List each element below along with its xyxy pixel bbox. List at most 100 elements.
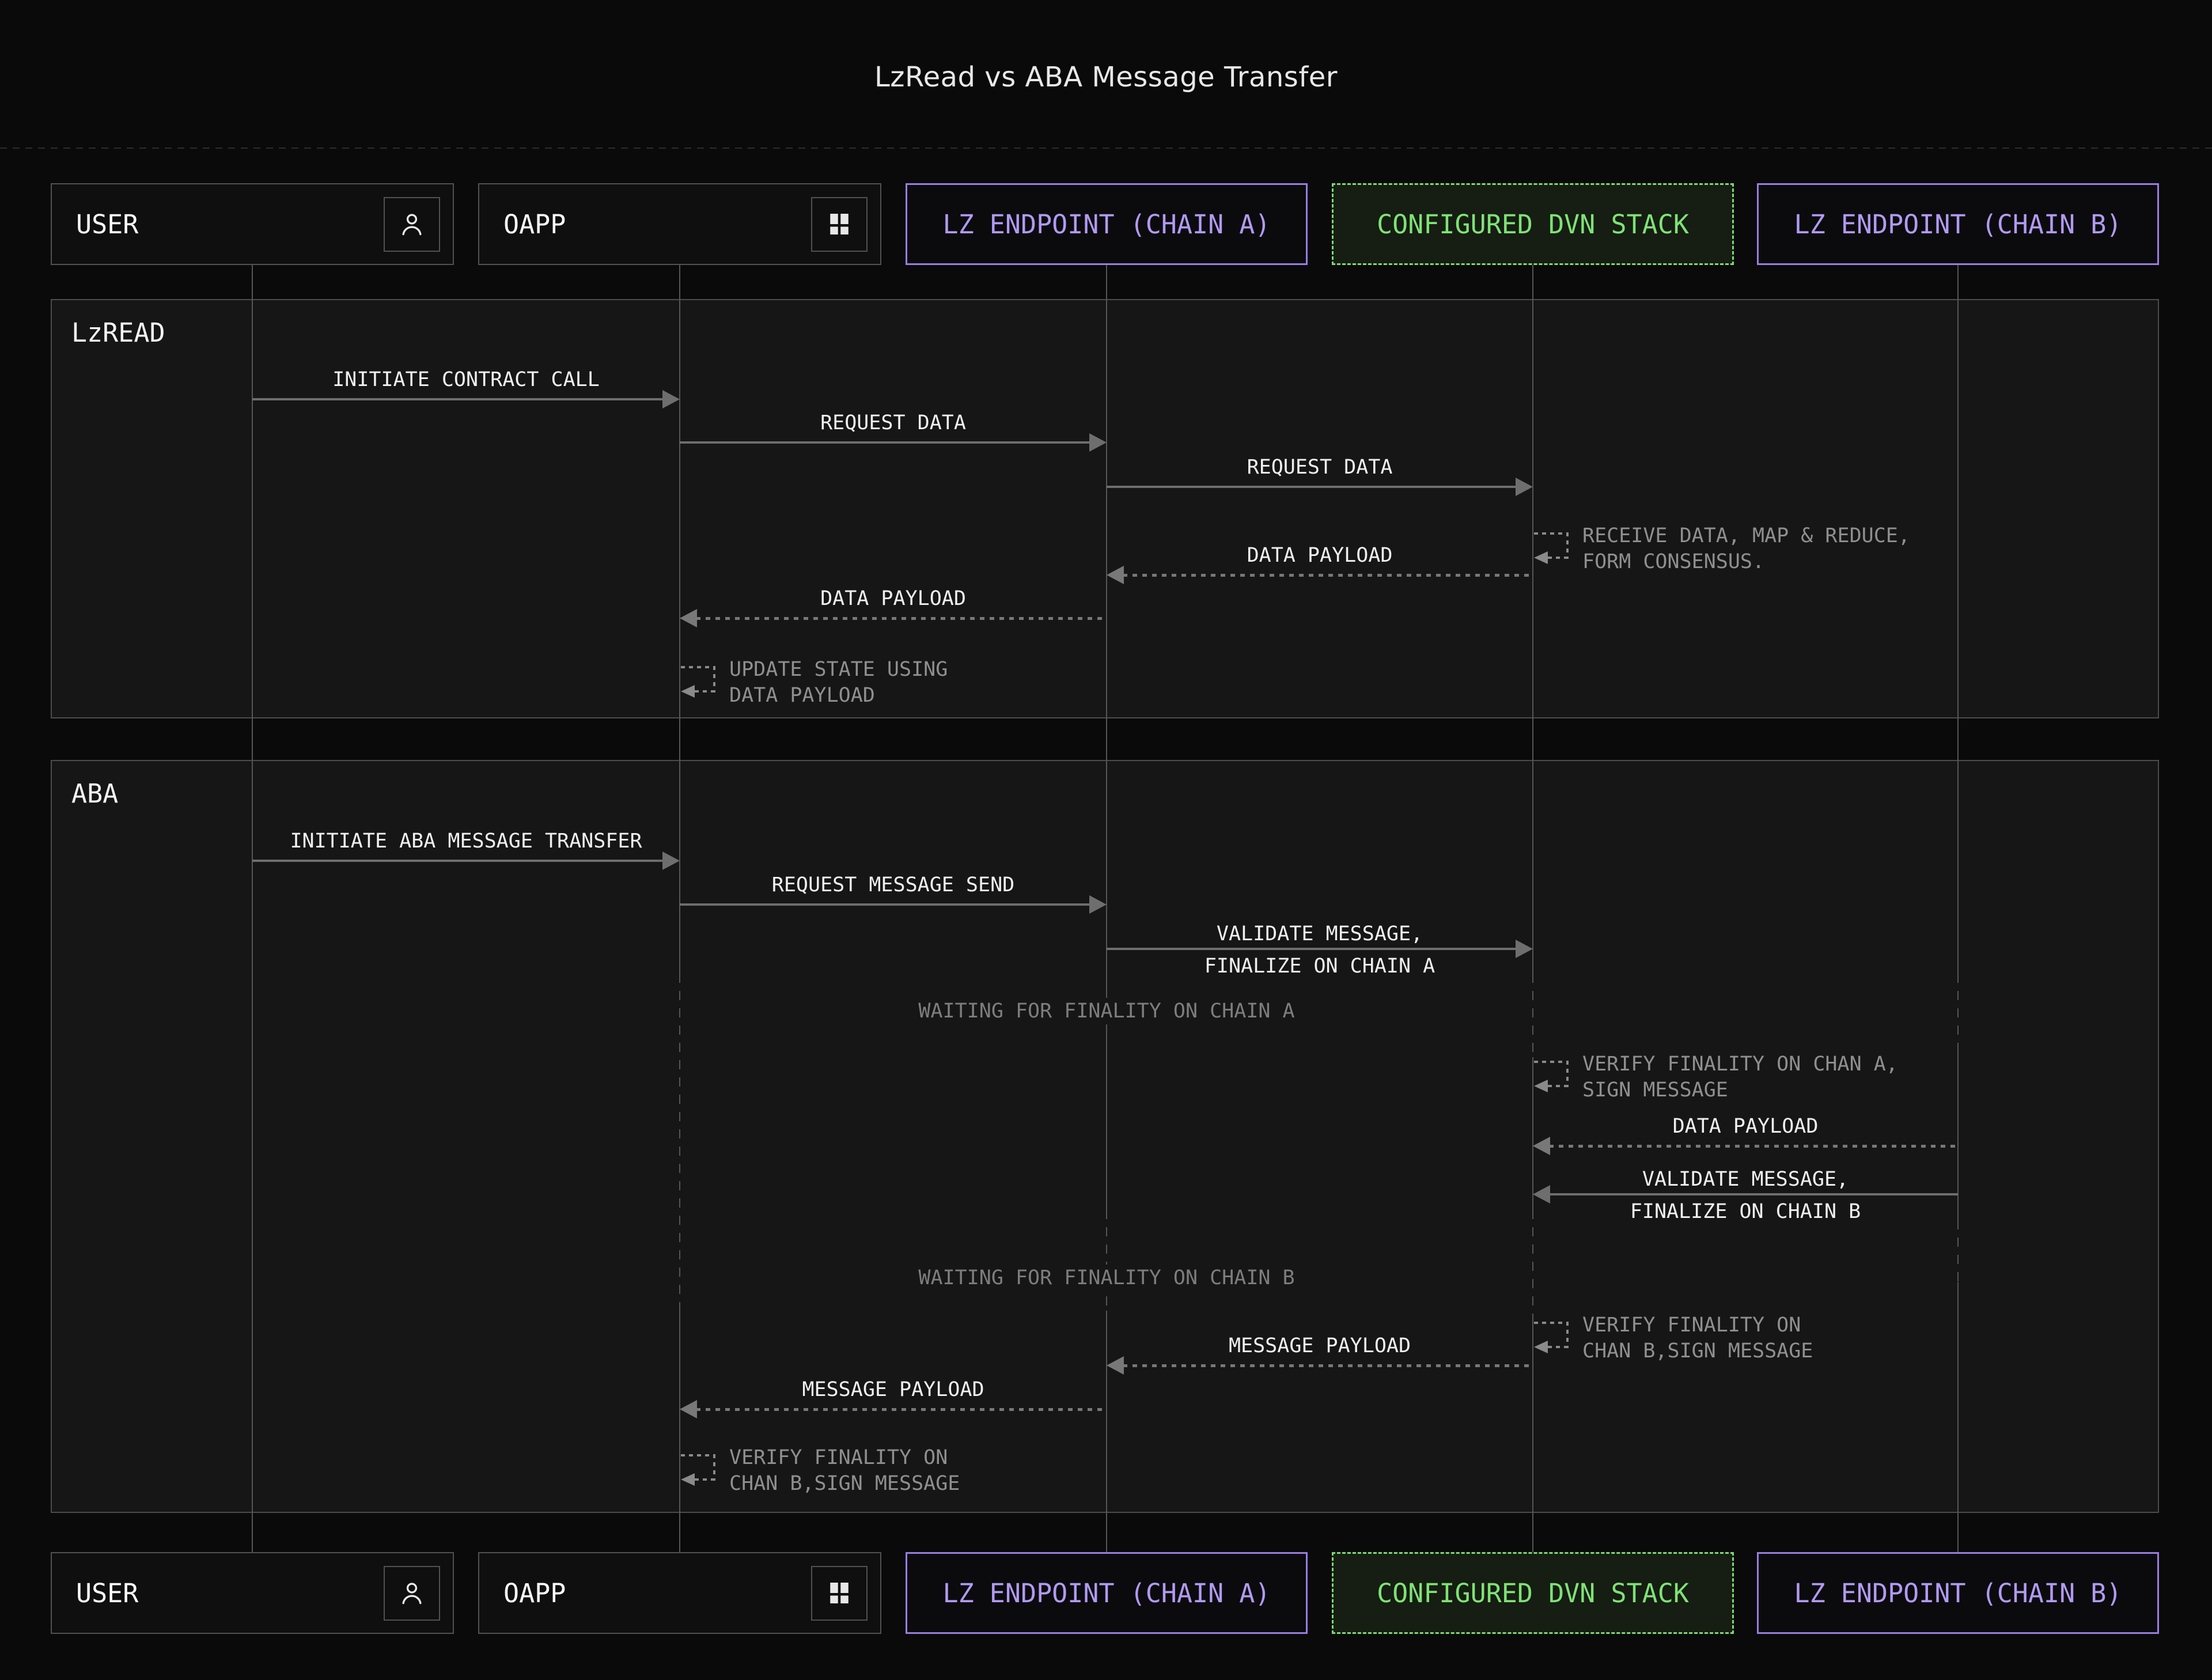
lifeline-lz_b bbox=[1957, 1043, 1959, 1220]
self-note-loop bbox=[695, 1478, 714, 1481]
self-note-arrowhead bbox=[681, 1473, 695, 1486]
message-line bbox=[1123, 1364, 1533, 1367]
message-arrowhead bbox=[680, 1400, 697, 1418]
message-line bbox=[252, 398, 664, 400]
participant-label-oapp: OAPP bbox=[503, 1577, 566, 1609]
message-label: REQUEST DATA bbox=[1247, 456, 1393, 479]
participant-label-lz_b: LZ ENDPOINT (CHAIN B) bbox=[1794, 209, 2122, 240]
grid-icon bbox=[811, 1565, 868, 1621]
self-note-text-line: CHAN B,SIGN MESSAGE bbox=[1582, 1340, 1813, 1363]
participant-box-lz_b-bottom: LZ ENDPOINT (CHAIN B) bbox=[1757, 1552, 2159, 1634]
lifeline-lz_b bbox=[1957, 1220, 1959, 1282]
participant-label-lz_b: LZ ENDPOINT (CHAIN B) bbox=[1794, 1577, 2122, 1609]
waiting-label: WAITING FOR FINALITY ON CHAIN B bbox=[903, 1265, 1310, 1291]
participant-label-oapp: OAPP bbox=[503, 209, 566, 240]
grid-icon bbox=[811, 196, 868, 252]
self-note-loop bbox=[1534, 1322, 1567, 1324]
self-note-text: RECEIVE DATA, MAP & REDUCE, FORM CONSENSU… bbox=[1582, 523, 1910, 575]
message-arrowhead bbox=[1089, 433, 1107, 452]
message-line bbox=[1123, 574, 1533, 577]
self-note-loop bbox=[681, 666, 714, 668]
message-line bbox=[696, 617, 1107, 620]
self-note-text: VERIFY FINALITY ON CHAN B,SIGN MESSAGE bbox=[1582, 1312, 1813, 1364]
lifeline-dvn bbox=[1532, 974, 1533, 1057]
message-arrowhead bbox=[1107, 566, 1124, 584]
self-note-loop bbox=[1548, 1085, 1567, 1087]
message-line bbox=[252, 860, 664, 862]
participant-label-user: USER bbox=[76, 209, 139, 240]
lifeline-lz_b bbox=[1957, 1282, 1959, 1552]
message-arrowhead bbox=[1089, 895, 1107, 914]
self-note-text-line: VERIFY FINALITY ON bbox=[1582, 1314, 1801, 1337]
self-note-loop bbox=[1566, 1322, 1569, 1348]
self-note-arrowhead bbox=[1534, 1080, 1548, 1092]
self-note-loop bbox=[681, 1454, 714, 1456]
message-line bbox=[1107, 948, 1517, 950]
self-note-loop bbox=[1548, 557, 1567, 559]
self-note-text-line: FORM CONSENSUS. bbox=[1582, 550, 1765, 573]
participant-box-dvn-top: CONFIGURED DVN STACK bbox=[1332, 183, 1734, 265]
participant-label-dvn: CONFIGURED DVN STACK bbox=[1377, 1577, 1689, 1609]
lifeline-user bbox=[252, 265, 253, 1552]
message-line bbox=[1107, 486, 1517, 488]
message-arrowhead bbox=[1533, 1185, 1550, 1204]
title-divider bbox=[0, 147, 2212, 149]
message-arrowhead bbox=[662, 390, 680, 408]
message-label: FINALIZE ON CHAIN A bbox=[1204, 955, 1435, 978]
lifeline-lz_b bbox=[1957, 265, 1959, 974]
participant-box-lz_a-bottom: LZ ENDPOINT (CHAIN A) bbox=[906, 1552, 1308, 1634]
self-note-loop bbox=[1566, 532, 1569, 559]
section-label-aba: ABA bbox=[71, 778, 119, 809]
self-note-loop bbox=[1548, 1346, 1567, 1348]
participant-box-oapp-bottom: OAPP bbox=[478, 1552, 881, 1634]
self-note-text: VERIFY FINALITY ON CHAN A,SIGN MESSAGE bbox=[1582, 1051, 1898, 1103]
participant-box-dvn-bottom: CONFIGURED DVN STACK bbox=[1332, 1552, 1734, 1634]
message-label: VALIDATE MESSAGE, bbox=[1642, 1168, 1849, 1191]
lifeline-dvn bbox=[1532, 1210, 1533, 1320]
participant-label-dvn: CONFIGURED DVN STACK bbox=[1377, 209, 1689, 240]
message-label: REQUEST MESSAGE SEND bbox=[771, 873, 1015, 896]
message-label: FINALIZE ON CHAIN B bbox=[1630, 1200, 1861, 1223]
self-note-loop bbox=[1534, 532, 1567, 535]
page-title: LzRead vs ABA Message Transfer bbox=[874, 61, 1338, 93]
self-note-loop bbox=[713, 666, 715, 693]
lifeline-dvn bbox=[1532, 1320, 1533, 1552]
lifeline-dvn bbox=[1532, 265, 1533, 974]
message-line bbox=[1549, 1193, 1958, 1195]
participant-box-lz_b-top: LZ ENDPOINT (CHAIN B) bbox=[1757, 183, 2159, 265]
participant-box-oapp-top: OAPP bbox=[478, 183, 881, 265]
person-icon bbox=[384, 196, 440, 252]
section-box-lzread bbox=[51, 299, 2159, 718]
message-line bbox=[680, 441, 1090, 444]
message-line bbox=[1549, 1145, 1958, 1148]
message-arrowhead bbox=[1516, 940, 1533, 958]
self-note-text: VERIFY FINALITY ON CHAN B,SIGN MESSAGE bbox=[729, 1445, 960, 1497]
message-label: REQUEST DATA bbox=[820, 411, 966, 434]
self-note-loop bbox=[695, 690, 714, 693]
message-line bbox=[680, 903, 1090, 906]
lifeline-lz_a bbox=[1106, 1210, 1107, 1311]
self-note-loop bbox=[713, 1454, 715, 1481]
message-label: MESSAGE PAYLOAD bbox=[802, 1378, 984, 1401]
self-note-text-line: VERIFY FINALITY ON bbox=[729, 1446, 948, 1469]
participant-label-lz_a: LZ ENDPOINT (CHAIN A) bbox=[942, 209, 1271, 240]
self-note-loop bbox=[1566, 1061, 1569, 1087]
self-note-arrowhead bbox=[1534, 551, 1548, 564]
message-arrowhead bbox=[1107, 1356, 1124, 1375]
lifeline-lz_a bbox=[1106, 265, 1107, 1210]
self-note-text-line: CHAN B,SIGN MESSAGE bbox=[729, 1472, 960, 1495]
section-box-aba bbox=[51, 760, 2159, 1513]
section-label-lzread: LzREAD bbox=[71, 317, 165, 348]
message-label: DATA PAYLOAD bbox=[1672, 1115, 1819, 1138]
self-note-text-line: RECEIVE DATA, MAP & REDUCE, bbox=[1582, 524, 1910, 547]
lifeline-oapp bbox=[679, 1311, 680, 1552]
participant-box-user-bottom: USER bbox=[51, 1552, 454, 1634]
participant-box-lz_a-top: LZ ENDPOINT (CHAIN A) bbox=[906, 183, 1308, 265]
lifeline-lz_b bbox=[1957, 974, 1959, 1043]
self-note-loop bbox=[1534, 1061, 1567, 1063]
message-label: MESSAGE PAYLOAD bbox=[1228, 1334, 1411, 1357]
self-note-text-line: SIGN MESSAGE bbox=[1582, 1079, 1728, 1102]
self-note-arrowhead bbox=[1534, 1341, 1548, 1353]
